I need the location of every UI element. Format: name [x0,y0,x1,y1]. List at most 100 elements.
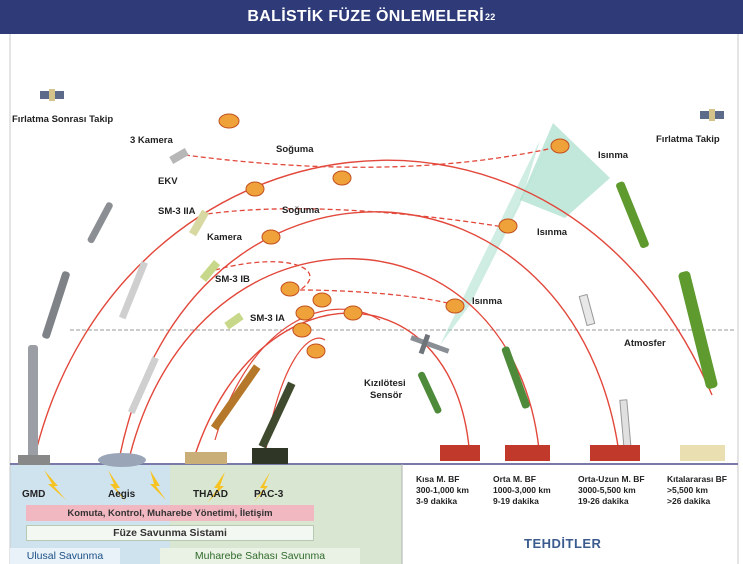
lightning-icon [150,470,166,500]
page-title: BALİSTİK FÜZE ÖNLEMELERİ [247,8,484,25]
ekv-icon [169,148,189,164]
threat-srbm: Kısa M. BF 300-1,000 km 3-9 dakika [416,474,469,507]
gmd-label: GMD [22,489,46,500]
intercept-burst [343,305,363,321]
interceptor-missiles [28,148,296,460]
trajectory-mrbm [129,258,541,461]
command-control-bar: Komuta, Kontrol, Muharebe Yönetimi, İlet… [26,505,314,521]
intercept-burst [295,305,315,321]
gmd-upper-stage-icon [42,271,70,339]
intercept-lightning [44,470,270,502]
cooling-label-2: Soğuma [282,205,320,216]
sm3-ia-label: SM-3 IA [250,313,285,324]
post-launch-tracking-label: Fırlatma Sonrası Takip [12,114,113,125]
heating-label-3: Isınma [472,296,503,307]
aegis-label: Aegis [108,489,136,500]
threat-range: 3000-5,500 km [578,485,636,495]
lightning-icon [254,472,270,502]
threats-heading: TEHDİTLER [524,536,602,551]
launch-tracking-label: Fırlatma Takip [656,134,720,145]
heating-label-1: Isınma [598,150,629,161]
intercept-burst [312,292,332,308]
threat-range: 300-1,000 km [416,485,469,495]
sm3-ia-icon [224,312,244,330]
threat-name: Orta-Uzun M. BF [578,474,645,484]
intercept-burst [292,322,312,338]
srbm-missile-icon [418,371,442,414]
threat-name: Kısa M. BF [416,474,460,484]
threat-name: Orta M. BF [493,474,536,484]
irbm-reentry-icon [578,293,596,327]
aegis-missile-icon [118,261,148,320]
intercept-burst [261,229,281,245]
intercept-bursts [218,113,570,359]
threat-range: 1000-3,000 km [493,485,551,495]
threat-mrbm: Orta M. BF 1000-3,000 km 9-19 dakika [493,474,551,507]
threat-time: 9-19 dakika [493,496,539,506]
satellite-icon [40,89,64,101]
sm3-iia-icon [189,209,209,237]
icbm-upper-icon [616,181,649,249]
sm3-ib-icon [199,260,221,282]
threat-icbm: Kıtalararası BF >5,500 km >26 dakika [667,474,727,507]
atmosphere-label: Atmosfer [624,338,666,349]
intercept-burst [550,138,570,154]
satellite-icon [700,109,724,121]
irbm-launcher-icon [590,445,640,461]
intercept-burst [498,218,518,234]
intercept-burst [280,281,300,297]
pac3-launcher-icon [252,448,288,464]
ir-sensor-label-line1: Kızılötesi [364,378,406,389]
thaad-label: THAAD [193,489,228,500]
threat-irbm: Orta-Uzun M. BF 3000-5,500 km 19-26 daki… [578,474,645,507]
aegis-ship-icon [98,453,146,467]
defense-sites [18,448,288,467]
gmd-stage-icon [87,202,113,244]
title-footnote: 22 [484,12,496,22]
camera3-label: 3 Kamera [130,135,173,146]
threat-time: >26 dakika [667,496,711,506]
lightning-icon [108,470,126,502]
cooling-dashed-1 [184,147,554,168]
cooling-dashed-2 [199,208,511,229]
intercept-burst [218,113,240,129]
threat-launchers [440,445,725,461]
lightning-icon [208,472,225,502]
threat-name: Kıtalararası BF [667,474,727,484]
thaad-launcher-icon [185,452,227,464]
pac3-label: PAC-3 [254,489,284,500]
threats-ground-panel [402,464,743,564]
gmd-missile-icon [28,345,38,460]
missile-defense-system-bar: Füze Savunma Sistami [26,525,314,541]
pac3-missile-icon [258,381,296,449]
intercept-burst [332,170,352,186]
sm3-iia-label: SM-3 IIA [158,206,196,217]
trajectory-icbm [34,159,713,456]
intercept-burst [245,181,265,197]
srbm-launcher-icon [440,445,480,461]
threat-missiles [418,181,718,451]
aegis-missile-icon [128,356,159,415]
thaad-missile-icon [210,364,261,431]
camera-label: Kamera [207,232,243,243]
gmd-silo-icon [18,455,50,465]
threat-time: 19-26 dakika [578,496,629,506]
heating-label-2: Isınma [537,227,568,238]
icbm-silo-icon [680,445,725,461]
sm3-ib-label: SM-3 IB [215,274,250,285]
lightning-icon [44,470,66,500]
threat-range: >5,500 km [667,485,708,495]
icbm-missile-icon [678,271,718,389]
mrbm-missile-icon [501,346,530,409]
trajectory-irbm [119,211,621,461]
cooling-dashed-4 [299,289,456,306]
threat-time: 3-9 dakika [416,496,458,506]
cooling-dashed-3 [214,261,311,291]
cooling-label-1: Soğuma [276,144,314,155]
mrbm-launcher-icon [505,445,550,461]
national-defense-tag: Ulusal Savunma [10,548,120,564]
irbm-missile-icon [619,399,632,451]
battlefield-defense-tag: Muharebe Sahası Savunma [160,548,360,564]
